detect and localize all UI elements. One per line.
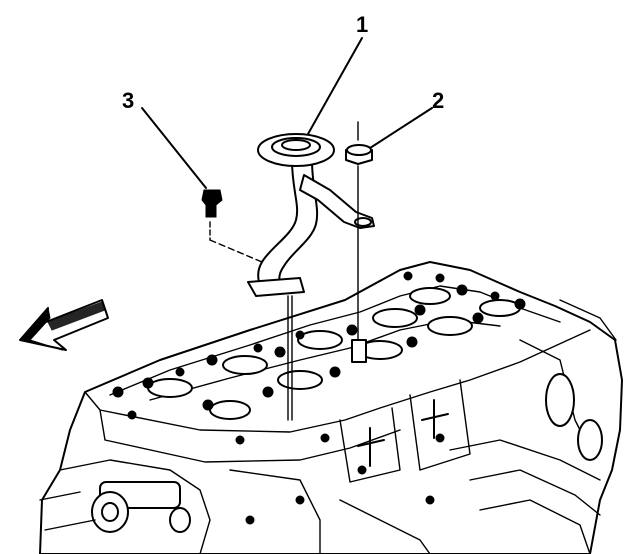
callout-leaders bbox=[141, 37, 433, 189]
callout-3: 3 bbox=[122, 88, 134, 113]
callout-2: 2 bbox=[432, 88, 444, 113]
leader-3 bbox=[141, 107, 207, 189]
callout-1: 1 bbox=[356, 12, 368, 37]
oil-level-indicator-tube bbox=[247, 133, 375, 421]
bolt bbox=[201, 189, 263, 263]
stud-nut bbox=[345, 121, 373, 363]
leader-1 bbox=[307, 37, 363, 135]
front-direction-arrow bbox=[19, 299, 109, 351]
leader-2 bbox=[369, 107, 433, 149]
engine-block bbox=[39, 261, 623, 554]
